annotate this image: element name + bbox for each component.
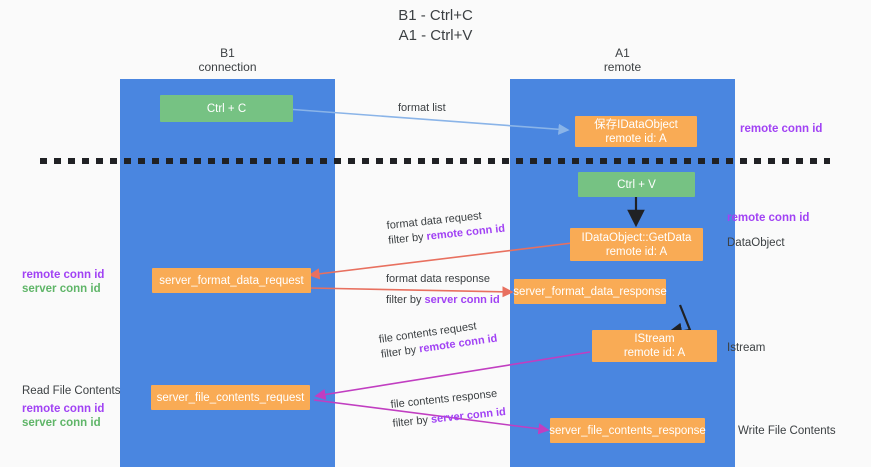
filter-prefix: filter by [380, 343, 421, 361]
box-ctrl-v-label: Ctrl + V [617, 178, 656, 191]
box-server-format-data-response[interactable]: server_format_data_response [513, 279, 667, 304]
filter-prefix: filter by [386, 294, 425, 306]
box-server-format-data-request[interactable]: server_format_data_request [152, 268, 311, 293]
annotation-remote-conn-id-top: remote conn id [740, 123, 823, 135]
title-line-2: A1 - Ctrl+V [398, 27, 473, 44]
box-server-file-contents-request-label: server_file_contents_request [156, 391, 305, 404]
box-server-file-contents-response-label: server_file_contents_response [549, 424, 706, 437]
title-line-1: B1 - Ctrl+C [398, 7, 473, 24]
annotation-left-remote-conn-id: remote conn id [22, 269, 105, 281]
box-ctrl-c[interactable]: Ctrl + C [160, 95, 293, 122]
box-save-idataobject-line1: 保存IDataObject [594, 118, 678, 131]
edge-label-format-data-response-filter: filter by server conn id [386, 293, 500, 308]
box-server-file-contents-request[interactable]: server_file_contents_request [151, 385, 310, 410]
filter-prefix: filter by [387, 230, 428, 247]
filter-key-server-conn-id: server conn id [430, 406, 507, 426]
box-istream-line2: remote id: A [623, 347, 686, 359]
box-save-idataobject-line2: remote id: A [605, 132, 667, 145]
annotation-istream: Istream [727, 342, 766, 354]
box-istream[interactable]: IStream remote id: A [592, 330, 717, 362]
edge-label-format-data-request: format data request filter by remote con… [386, 207, 506, 249]
column-header-b1: B1 connection [120, 46, 335, 74]
edge-label-file-contents-request: file contents request filter by remote c… [378, 317, 498, 363]
box-ctrl-v[interactable]: Ctrl + V [578, 172, 695, 197]
section-divider [40, 158, 830, 164]
filter-prefix: filter by [392, 413, 432, 430]
annotation-left-server-conn-id-2: server conn id [22, 417, 101, 429]
edge-label-format-list-text: format list [398, 102, 446, 114]
edge-label-format-data-response: format data response filter by server co… [386, 272, 500, 308]
box-getdata-line1: IDataObject::GetData [581, 231, 692, 244]
box-getdata-line2: remote id: A [605, 245, 668, 258]
annotation-remote-conn-id-mid: remote conn id [727, 212, 810, 224]
box-save-idataobject[interactable]: 保存IDataObject remote id: A [575, 116, 697, 147]
box-server-file-contents-response[interactable]: server_file_contents_response [549, 418, 706, 443]
column-header-a1: A1 remote [510, 46, 735, 74]
edge-label-file-contents-response: file contents response filter by server … [390, 386, 507, 432]
edge-label-format-list: format list [398, 101, 446, 116]
box-server-format-data-response-label: server_format_data_response [513, 285, 667, 298]
box-ctrl-c-label: Ctrl + C [206, 102, 247, 115]
column-header-a1-name: A1 [615, 46, 630, 60]
annotation-left-remote-conn-id-2: remote conn id [22, 403, 105, 415]
box-server-format-data-request-label: server_format_data_request [159, 274, 304, 287]
filter-key-server-conn-id: server conn id [424, 294, 500, 306]
annotation-left-server-conn-id: server conn id [22, 283, 101, 295]
annotation-dataobject: DataObject [727, 237, 785, 249]
box-getdata[interactable]: IDataObject::GetData remote id: A [570, 228, 703, 261]
column-header-a1-role: remote [603, 60, 642, 74]
annotation-write-file-contents: Write File Contents [738, 425, 836, 437]
column-header-b1-name: B1 [220, 46, 235, 60]
column-header-b1-role: connection [198, 60, 257, 74]
annotation-read-file-contents: Read File Contents [22, 385, 121, 397]
box-istream-line1: IStream [634, 333, 675, 345]
edge-label-format-data-response-line1: format data response [386, 273, 490, 285]
page-title: B1 - Ctrl+C A1 - Ctrl+V [0, 6, 871, 46]
